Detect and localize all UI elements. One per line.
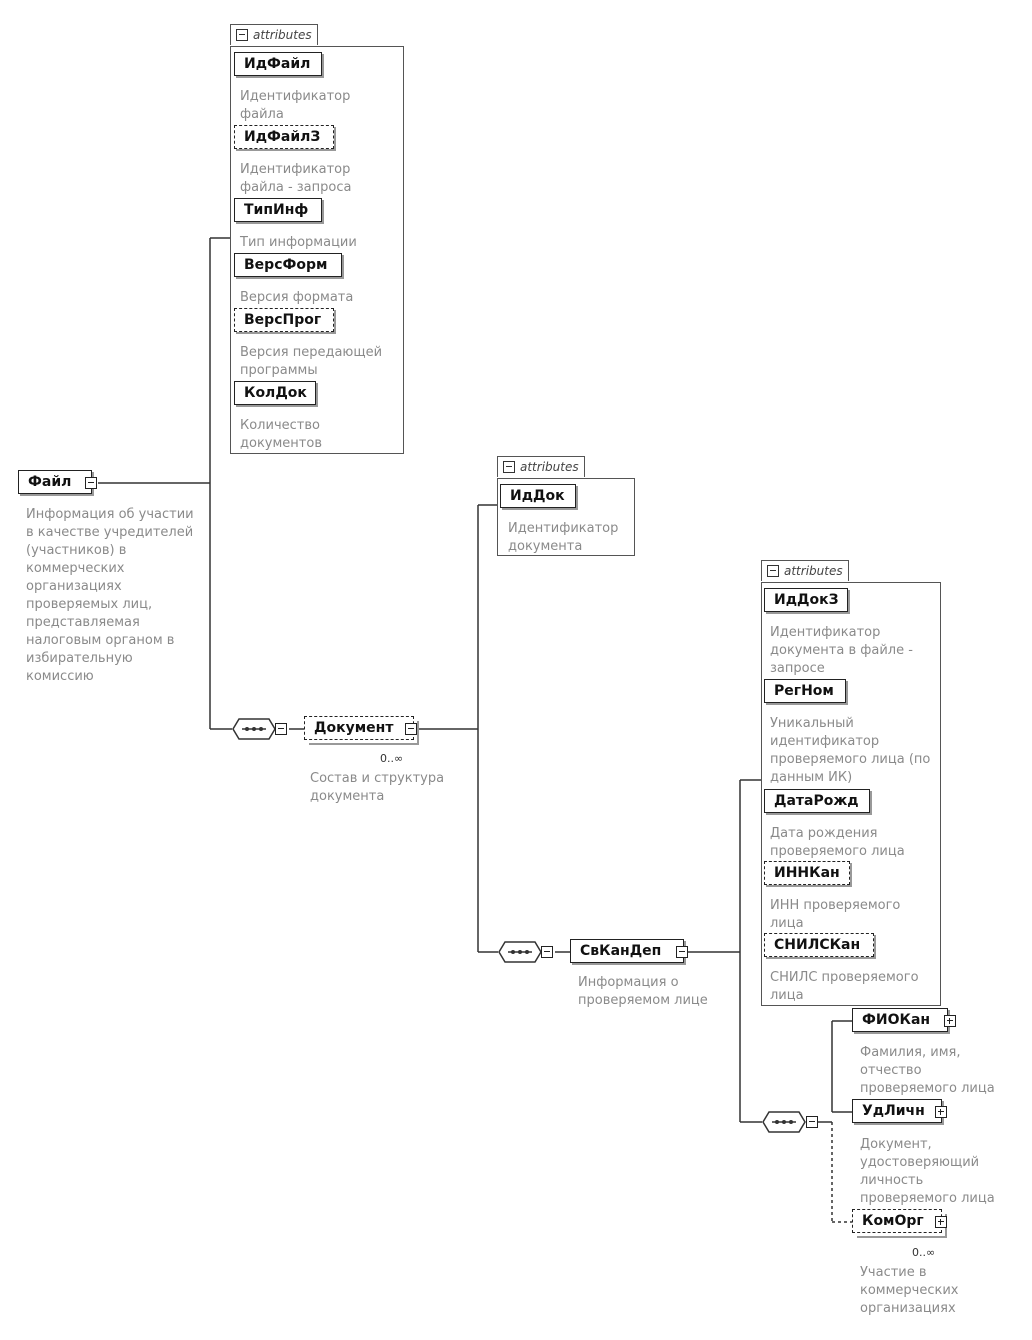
root-element[interactable]: Файл (18, 470, 92, 494)
fiokan-element[interactable]: ФИОКан (852, 1008, 948, 1032)
expand-icon[interactable] (944, 1015, 956, 1027)
collapse-icon[interactable] (767, 565, 779, 577)
sequence-icon[interactable] (762, 1111, 806, 1133)
attr-tipinf-label: ТипИнф (244, 202, 309, 218)
svkandep-description: Информация о проверяемом лице (578, 975, 708, 1008)
attr-tipinf[interactable]: ТипИнф (234, 198, 322, 222)
attr-idfilez[interactable]: ИдФайлЗ (234, 125, 334, 149)
attr-idfile-label: ИдФайл (244, 56, 311, 72)
root-element-label: Файл (28, 474, 72, 490)
attr-datarozhd-desc: Дата рождения проверяемого лица (770, 826, 905, 859)
document-element[interactable]: Документ (304, 716, 414, 740)
attr-versprog[interactable]: ВерсПрог (234, 308, 334, 332)
attr-versform[interactable]: ВерсФорм (234, 253, 342, 277)
attr-regnom[interactable]: РегНом (764, 679, 846, 703)
collapse-icon[interactable] (275, 723, 287, 735)
attr-versprog-label: ВерсПрог (244, 312, 322, 328)
attr-innkan-label: ИННКан (774, 865, 840, 881)
attr-iddok-desc: Идентификатор документа (508, 521, 619, 554)
attr-tipinf-desc: Тип информации (240, 235, 357, 250)
file-attributes-tab[interactable]: attributes (230, 24, 318, 45)
udlichn-element-label: УдЛичн (862, 1103, 925, 1119)
collapse-icon[interactable] (806, 1116, 818, 1128)
attr-snilskan-label: СНИЛСКан (774, 937, 861, 953)
fiokan-description: Фамилия, имя, отчество проверяемого лица (860, 1045, 995, 1096)
root-description: Информация об участии в качестве учредит… (26, 507, 194, 684)
attr-koldok-label: КолДок (244, 385, 307, 401)
attr-iddok-label: ИдДок (510, 488, 565, 504)
attr-idfilez-label: ИдФайлЗ (244, 129, 321, 145)
attr-regnom-label: РегНом (774, 683, 834, 699)
attr-regnom-desc: Уникальный идентификатор проверяемого ли… (770, 716, 931, 785)
collapse-icon[interactable] (236, 29, 248, 41)
attr-versprog-desc: Версия передающей программы (240, 345, 383, 378)
attr-koldok-desc: Количество документов (240, 418, 322, 451)
attr-iddok[interactable]: ИдДок (500, 484, 576, 508)
udlichn-description: Документ, удостоверяющий личность провер… (860, 1137, 995, 1206)
attr-snilskan-desc: СНИЛС проверяемого лица (770, 970, 919, 1003)
attr-iddokz-label: ИдДокЗ (774, 592, 839, 608)
attr-innkan-desc: ИНН проверяемого лица (770, 898, 901, 931)
expand-icon[interactable] (935, 1106, 947, 1118)
expand-icon[interactable] (935, 1216, 947, 1228)
svkandep-element-label: СвКанДеп (580, 943, 662, 959)
attr-koldok[interactable]: КолДок (234, 381, 316, 405)
collapse-icon[interactable] (85, 477, 97, 489)
document-cardinality: 0..∞ (380, 752, 404, 765)
sequence-icon[interactable] (498, 941, 542, 963)
document-attributes-tab-label: attributes (520, 460, 579, 474)
komorg-cardinality: 0..∞ (912, 1246, 936, 1259)
attr-idfilez-desc: Идентификатор файла - запроса (240, 162, 352, 195)
attr-versform-label: ВерсФорм (244, 257, 328, 273)
attr-datarozhd[interactable]: ДатаРожд (764, 789, 870, 813)
komorg-element-label: КомОрг (862, 1213, 924, 1229)
svkandep-element[interactable]: СвКанДеп (570, 939, 684, 963)
sequence-icon[interactable] (232, 718, 276, 740)
collapse-icon[interactable] (541, 946, 553, 958)
attr-innkan[interactable]: ИННКан (764, 861, 850, 885)
attr-datarozhd-label: ДатаРожд (774, 793, 859, 809)
fiokan-element-label: ФИОКан (862, 1012, 931, 1028)
document-element-label: Документ (314, 720, 394, 736)
attr-snilskan[interactable]: СНИЛСКан (764, 933, 874, 957)
collapse-icon[interactable] (503, 461, 515, 473)
attr-iddokz-desc: Идентификатор документа в файле - запрос… (770, 625, 913, 676)
attr-idfile[interactable]: ИдФайл (234, 52, 322, 76)
attr-iddokz[interactable]: ИдДокЗ (764, 588, 848, 612)
candidate-attributes-tab[interactable]: attributes (761, 560, 849, 581)
collapse-icon[interactable] (405, 723, 417, 735)
collapse-icon[interactable] (676, 946, 688, 958)
candidate-attributes-tab-label: attributes (784, 564, 843, 578)
document-attributes-tab[interactable]: attributes (497, 456, 585, 477)
attr-idfile-desc: Идентификатор файла (240, 89, 351, 122)
document-description: Состав и структура документа (310, 771, 445, 804)
komorg-element[interactable]: КомОрг (852, 1209, 942, 1233)
udlichn-element[interactable]: УдЛичн (852, 1099, 942, 1123)
attr-versform-desc: Версия формата (240, 290, 354, 305)
file-attributes-tab-label: attributes (253, 28, 312, 42)
komorg-description: Участие в коммерческих организациях (860, 1265, 959, 1316)
